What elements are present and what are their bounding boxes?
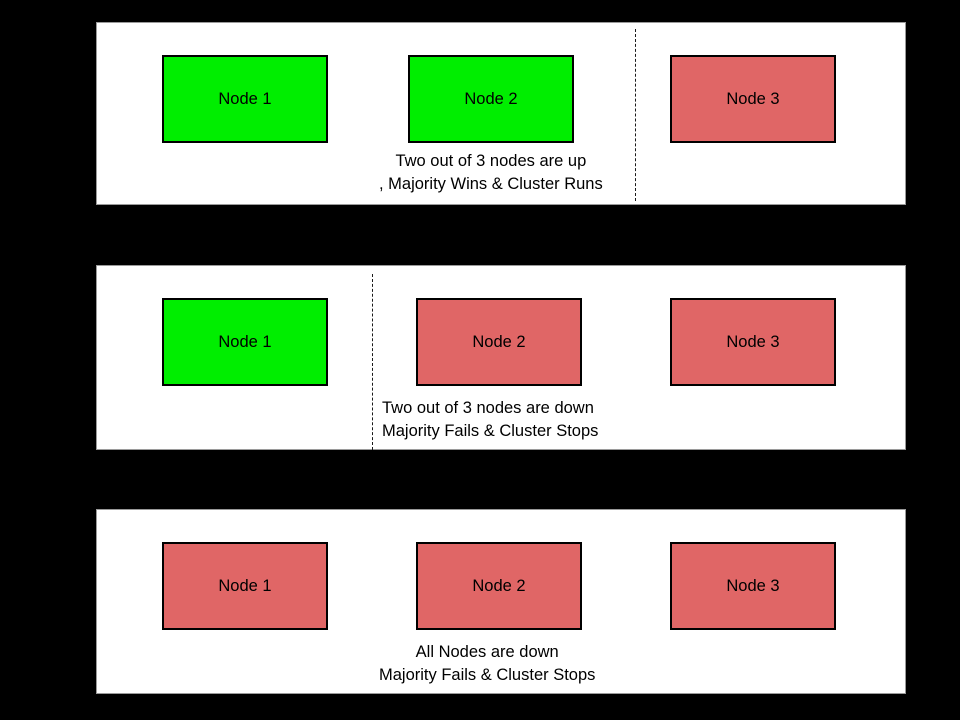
- caption-line-1: Two out of 3 nodes are up: [395, 152, 587, 170]
- quorum-divider-line: [372, 274, 373, 450]
- node-box-1-up[interactable]: Node 1: [162, 55, 328, 143]
- node-box-3-down[interactable]: Node 3: [670, 55, 836, 143]
- caption-line-2: , Majority Wins & Cluster Runs: [379, 175, 603, 193]
- node-box-2-down[interactable]: Node 2: [416, 542, 582, 630]
- scenario-panel-scenario-two-down: Node 1 Node 2 Node 3 Two out of 3 nodes are…: [96, 265, 906, 450]
- node-label: Node 3: [726, 89, 780, 108]
- node-box-3-down[interactable]: Node 3: [670, 298, 836, 386]
- node-label: Node 1: [218, 332, 272, 351]
- node-box-2-up[interactable]: Node 2: [408, 55, 574, 143]
- node-box-2-down[interactable]: Node 2: [416, 298, 582, 386]
- quorum-divider-line: [635, 29, 636, 201]
- node-label: Node 2: [472, 576, 526, 595]
- node-box-1-down[interactable]: Node 1: [162, 542, 328, 630]
- caption-line-2: Majority Fails & Cluster Stops: [379, 666, 596, 684]
- caption-line-1: Two out of 3 nodes are down: [382, 399, 594, 417]
- caption-line-2: Majority Fails & Cluster Stops: [382, 422, 599, 440]
- node-box-3-down[interactable]: Node 3: [670, 542, 836, 630]
- node-label: Node 1: [218, 576, 272, 595]
- node-label: Node 2: [472, 332, 526, 351]
- node-label: Node 3: [726, 576, 780, 595]
- scenario-panel-scenario-two-up: Node 1 Node 2 Node 3 Two out of 3 nodes are…: [96, 22, 906, 205]
- node-box-1-up[interactable]: Node 1: [162, 298, 328, 386]
- scenario-caption: Two out of 3 nodes are up , Majority Wins…: [379, 150, 603, 196]
- node-label: Node 1: [218, 89, 272, 108]
- node-label: Node 3: [726, 332, 780, 351]
- node-label: Node 2: [464, 89, 518, 108]
- caption-line-1: All Nodes are down: [415, 643, 559, 661]
